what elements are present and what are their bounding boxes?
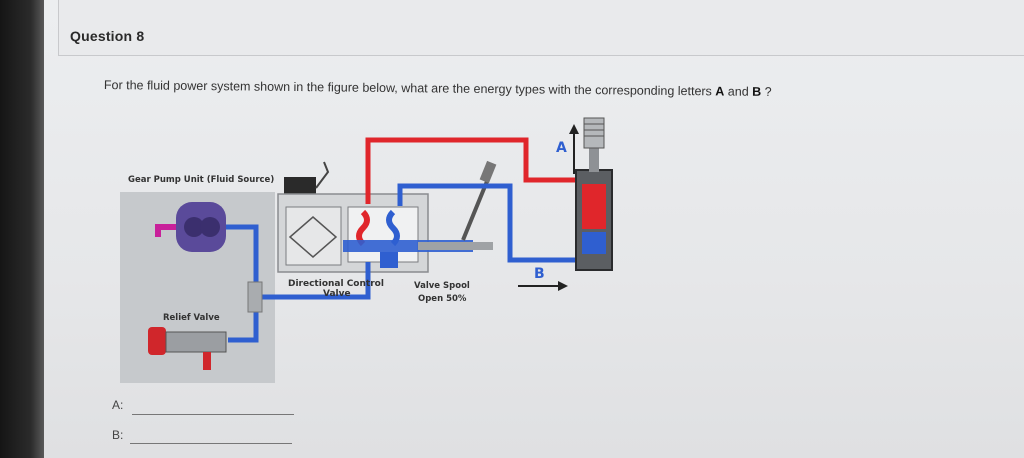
fluid-power-diagram: Gear Pump Unit (Fluid Source) Relief Val…: [120, 117, 613, 383]
arrow-a-head: [569, 124, 579, 134]
screen-bezel: [0, 0, 44, 458]
arrow-b-head: [558, 281, 568, 291]
question-text-and: and: [724, 84, 753, 99]
relief-valve-body: [165, 331, 227, 353]
relief-valve-cap: [148, 327, 166, 355]
spool-pressure-passage: [356, 209, 370, 247]
pump-label: Gear Pump Unit (Fluid Source): [128, 175, 274, 185]
cylinder-pressure-chamber: [582, 184, 606, 229]
relief-valve-label: Relief Valve: [163, 313, 220, 323]
pipe-fitting: [247, 281, 263, 313]
answer-a-label: A:: [112, 398, 124, 412]
spool-return-passage: [386, 209, 400, 247]
dcv-feed-line: [256, 262, 371, 300]
suction-line: [155, 224, 176, 237]
pump-outlet-line: [226, 224, 259, 272]
relief-valve-drain: [203, 352, 211, 370]
marker-b: B: [534, 266, 545, 282]
dcv-label-line1: Directional Control: [288, 279, 384, 289]
spool-label-line2: Open 50%: [418, 294, 467, 304]
pressure-line: [365, 137, 576, 204]
fluid-power-figure: Gear Pump Unit (Fluid Source) Relief Val…: [118, 112, 638, 392]
answer-b-input[interactable]: [130, 429, 296, 445]
piston-rod: [589, 142, 599, 172]
gear-left: [184, 217, 204, 237]
marker-a: A: [556, 140, 567, 156]
return-line: [397, 183, 576, 263]
answer-b-label: B:: [112, 428, 124, 442]
motor-cable: [315, 161, 330, 189]
answer-a-underline: [132, 414, 294, 415]
spool-label-line1: Valve Spool: [414, 281, 470, 291]
dcv-linkage: [288, 216, 338, 258]
spool-shaft: [418, 242, 493, 250]
answer-b-underline: [130, 443, 292, 444]
question-text-suffix: ?: [761, 84, 772, 99]
spool-handle-knob: [479, 160, 497, 184]
dcv-label-line2: Valve: [323, 289, 351, 299]
spool-land: [380, 252, 398, 268]
question-title: Question 8: [70, 28, 145, 44]
question-header: [58, 0, 1024, 56]
answer-a-input[interactable]: [132, 399, 298, 415]
cylinder-return-chamber: [582, 232, 606, 254]
gear-right: [200, 217, 220, 237]
rod-head: [583, 117, 605, 149]
